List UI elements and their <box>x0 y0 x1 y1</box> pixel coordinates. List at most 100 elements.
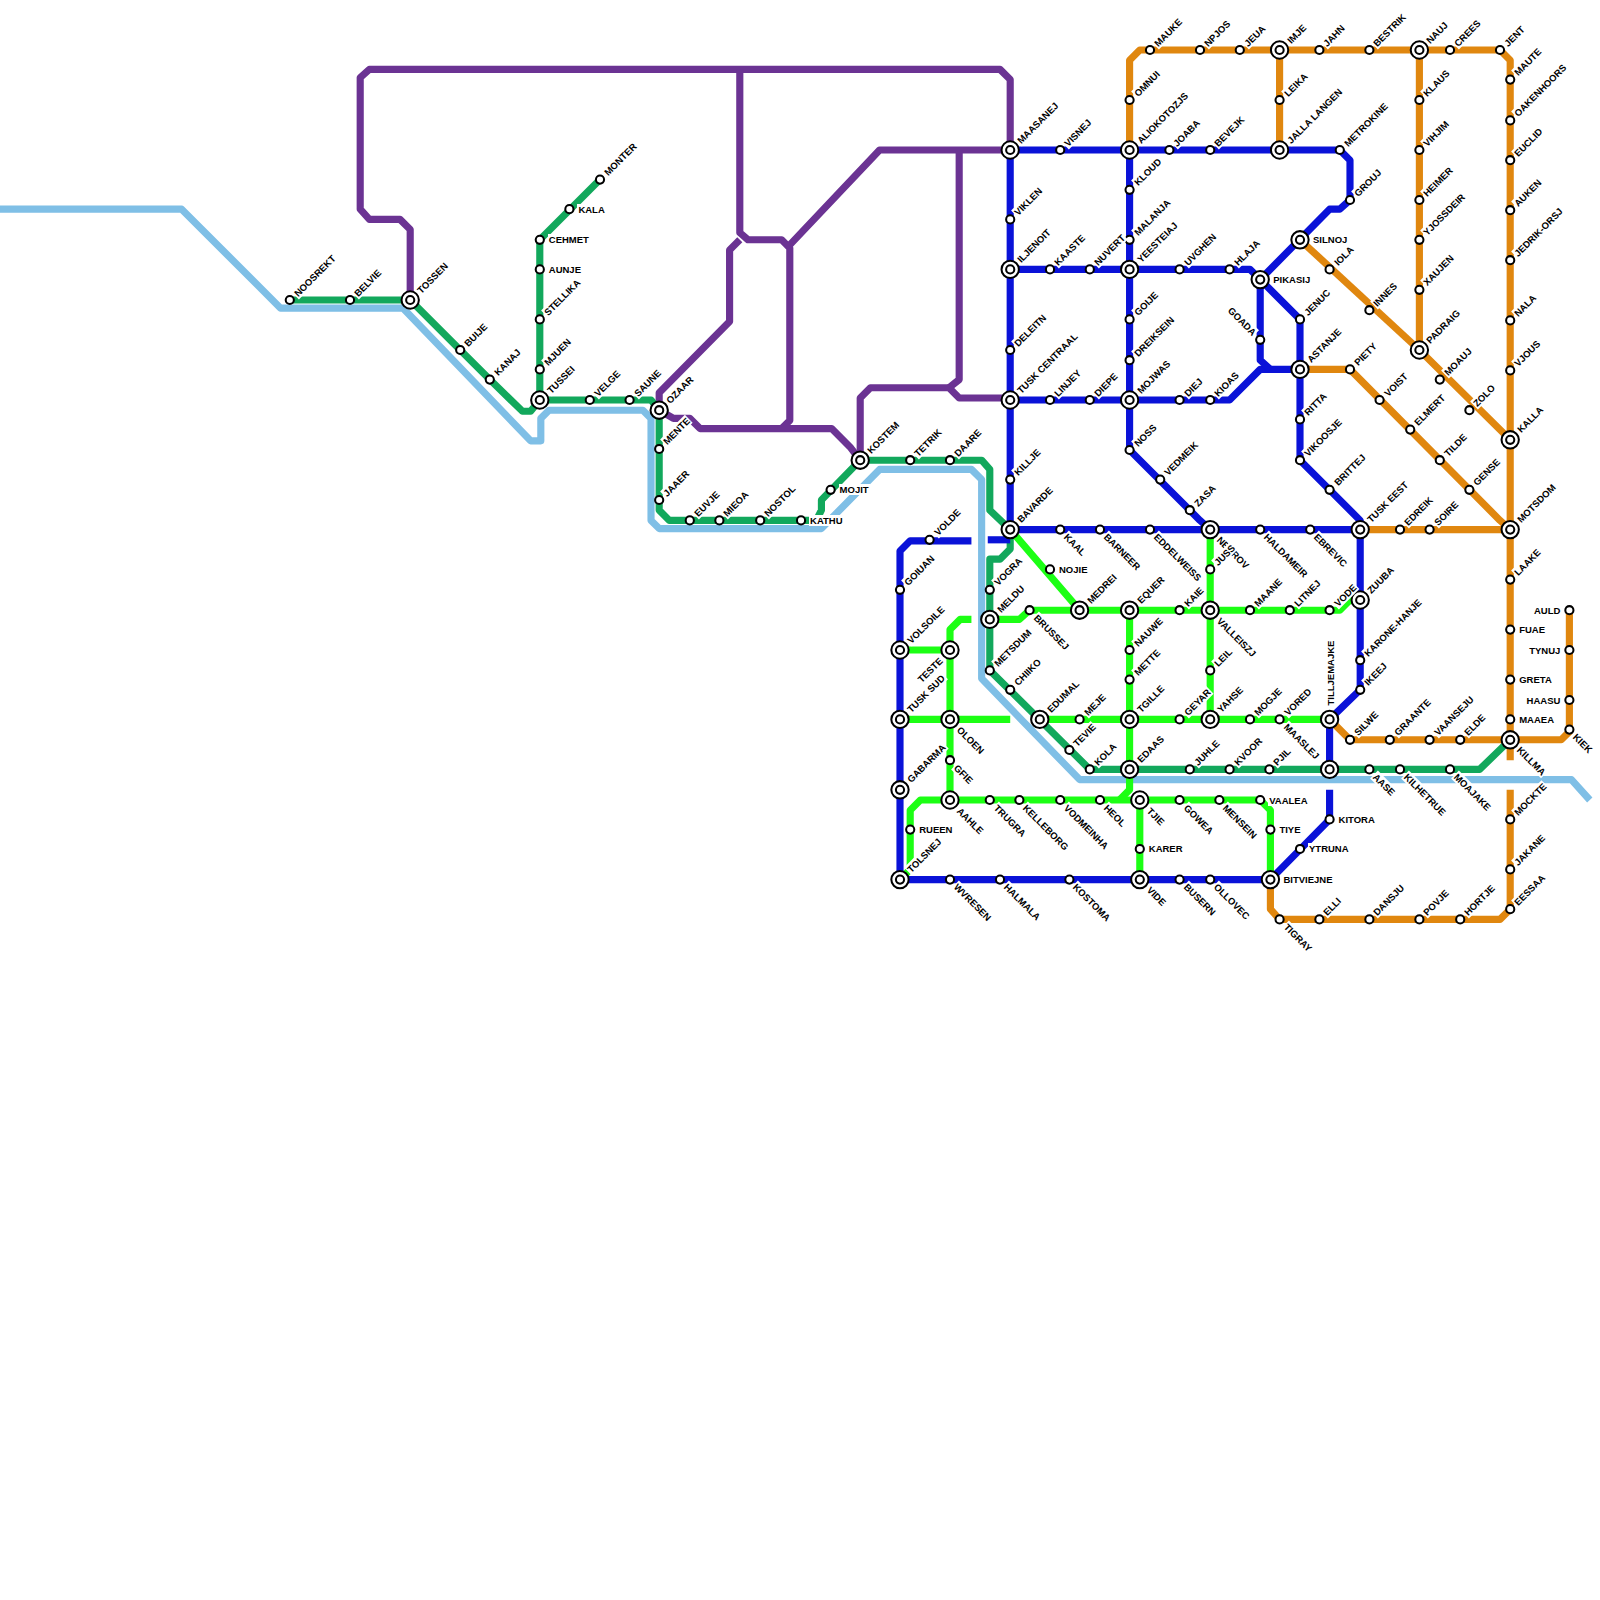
station-core <box>1315 46 1323 54</box>
station-ring <box>1131 791 1148 808</box>
station-ring <box>891 871 908 888</box>
station-core <box>1415 915 1423 923</box>
station-label: HALMALA <box>1001 881 1043 923</box>
station-core <box>1176 715 1184 723</box>
station-label: SOIRE <box>1431 498 1461 528</box>
station-core <box>1056 146 1064 154</box>
station-core <box>406 296 414 304</box>
station <box>586 396 594 404</box>
station <box>1306 526 1314 534</box>
transit-line <box>740 69 790 428</box>
station-label: HLAJA <box>1231 237 1263 269</box>
station-label: TJIE <box>1144 804 1167 827</box>
station-ring <box>1202 602 1219 619</box>
station-core <box>1126 96 1134 104</box>
station-core <box>1136 845 1144 853</box>
station <box>1186 506 1194 514</box>
station-core <box>586 396 594 404</box>
station-label: VISNEJ <box>1061 116 1094 149</box>
station <box>1565 726 1573 734</box>
station-core <box>1365 306 1373 314</box>
transit-line <box>1130 50 1511 760</box>
station <box>1006 215 1014 223</box>
interchange-station <box>1071 602 1088 619</box>
station <box>1396 526 1404 534</box>
station <box>1176 265 1184 273</box>
station-core <box>1506 736 1514 744</box>
station-core <box>715 516 723 524</box>
station-label: MOAUJ <box>1441 345 1474 378</box>
station <box>456 346 464 354</box>
station-ring <box>941 711 958 728</box>
station-core <box>1446 46 1454 54</box>
station-core <box>1356 656 1364 664</box>
transit-line <box>1300 240 1419 350</box>
station-label: MENSEIN <box>1220 801 1260 841</box>
station-core <box>1006 526 1014 534</box>
station-core <box>1036 715 1044 723</box>
station-core <box>1296 456 1304 464</box>
station <box>1296 315 1304 323</box>
station-core <box>1265 765 1273 773</box>
station <box>1465 406 1473 414</box>
station-core <box>1426 526 1434 534</box>
station <box>686 516 694 524</box>
station-core <box>986 666 994 674</box>
station <box>1056 796 1064 804</box>
station-core <box>1406 426 1414 434</box>
transit-line <box>1136 800 1143 880</box>
station <box>1176 715 1184 723</box>
station-core <box>797 516 805 524</box>
station <box>946 756 954 764</box>
station-core <box>1415 46 1423 54</box>
transit-line <box>949 150 959 388</box>
station-label: KATHU <box>809 515 844 526</box>
station-core <box>686 516 694 524</box>
station-ring <box>1002 391 1019 408</box>
station-label: VOIST <box>1381 370 1410 399</box>
transit-line <box>1010 150 1350 280</box>
station-ring <box>941 641 958 658</box>
station-core <box>1046 396 1054 404</box>
transit-line <box>790 150 1010 245</box>
station-core <box>456 346 464 354</box>
station-ring <box>852 452 869 469</box>
station-core <box>1296 415 1304 423</box>
station-core <box>1176 265 1184 273</box>
interchange-station <box>1131 791 1148 808</box>
station-label: EUCLID <box>1511 125 1545 159</box>
station <box>1506 715 1514 723</box>
station-core <box>1126 646 1134 654</box>
station <box>1146 526 1154 534</box>
interchange-station <box>1202 711 1219 728</box>
station-label: EBREVIC <box>1311 531 1350 570</box>
station-label: LINJEY <box>1051 366 1084 399</box>
station-core <box>1276 715 1284 723</box>
interchange-station <box>1271 141 1288 158</box>
station-label: HORTJE <box>1461 882 1497 918</box>
station-core <box>536 315 544 323</box>
station-core <box>1346 196 1354 204</box>
station-core <box>1215 796 1223 804</box>
station-core <box>996 876 1004 884</box>
station-core <box>1146 526 1154 534</box>
station-label: VIHJIM <box>1420 117 1452 149</box>
station <box>1126 646 1134 654</box>
station-core <box>1496 46 1504 54</box>
station-label: ZOLO <box>1470 381 1498 409</box>
station <box>906 456 914 464</box>
station-label: VIKOOSJE <box>1301 416 1345 460</box>
station-core <box>1365 915 1373 923</box>
station <box>1165 146 1173 154</box>
station-label: JEDRIK-ORSJ <box>1511 205 1565 259</box>
station-ring <box>1002 141 1019 158</box>
interchange-station <box>941 791 958 808</box>
station-label: MOTSDOM <box>1514 481 1558 525</box>
station-core <box>1086 765 1094 773</box>
station <box>1086 396 1094 404</box>
transit-line <box>1270 790 1510 920</box>
station-ring <box>891 641 908 658</box>
station-label: JAHN <box>1320 21 1347 48</box>
station <box>1276 915 1284 923</box>
station-core <box>1506 366 1514 374</box>
